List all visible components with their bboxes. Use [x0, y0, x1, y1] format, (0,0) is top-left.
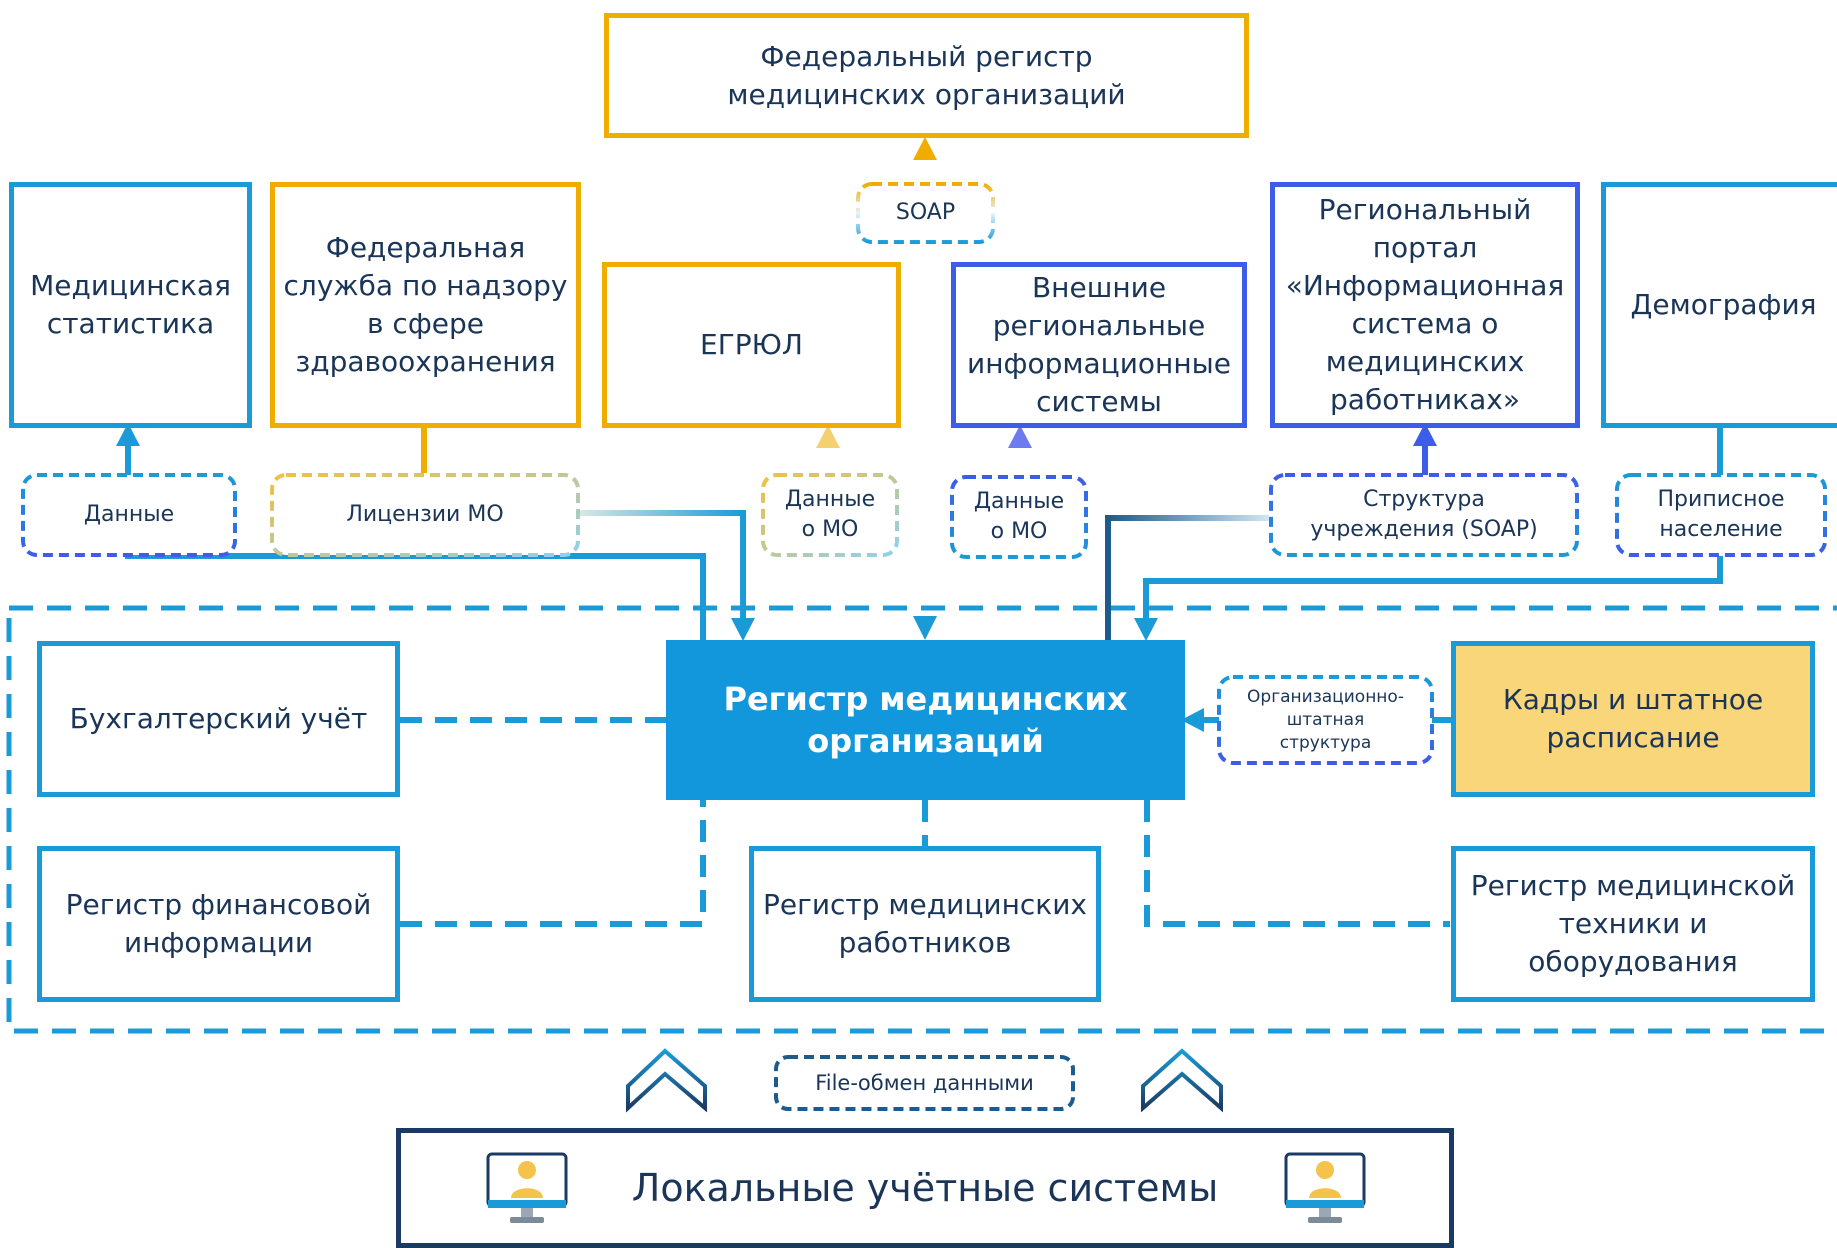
arrow-down-icon	[1134, 618, 1158, 641]
arrow-up-icon	[116, 423, 140, 446]
data-label: Данные	[27, 479, 231, 551]
regional-portal-box: Региональный портал «Информационная сист…	[1270, 182, 1580, 428]
arrow-down-icon	[913, 616, 937, 640]
federal-register-box: Федеральный регистр медицинских организа…	[604, 13, 1249, 138]
workers-register-box: Регистр медицинских работников	[749, 846, 1101, 1002]
structure-soap-label: Структура учреждения (SOAP)	[1275, 479, 1573, 551]
chevron-up-icon	[626, 1048, 707, 1113]
demography-connector	[1143, 556, 1723, 622]
internal-links	[400, 717, 1450, 927]
fed-service-box: Федеральная служба по надзору в сфере зд…	[270, 182, 581, 428]
central-register-box: Регистр медицинских организаций	[666, 640, 1185, 800]
file-exchange-label: File-обмен данными	[780, 1061, 1069, 1105]
egrul-box: ЕГРЮЛ	[602, 262, 901, 428]
soap-label: SOAP	[862, 187, 989, 239]
staff-schedule-box: Кадры и штатное расписание	[1451, 641, 1815, 797]
finance-register-box: Регистр финансовой информации	[37, 846, 400, 1002]
org-structure-label: Организационно- штатная структура	[1223, 681, 1428, 759]
external-ris-box: Внешние региональные информационные сист…	[951, 262, 1247, 428]
arrow-left-icon	[1181, 708, 1204, 732]
computer-user-icon	[1284, 1152, 1366, 1223]
data-mo-label: Данные о МО	[956, 481, 1082, 553]
structure-connector	[1105, 515, 1269, 640]
attached-population-label: Приписное население	[1621, 479, 1821, 551]
equipment-register-box: Регистр медицинской техники и оборудован…	[1451, 846, 1815, 1002]
arrow-up-icon	[816, 425, 840, 448]
chevron-up-icon	[1141, 1048, 1223, 1113]
arrow-up-icon	[913, 137, 937, 160]
demography-box: Демография	[1601, 182, 1837, 428]
local-systems-box: Локальные учётные системы	[396, 1128, 1454, 1248]
arrow-up-icon	[1413, 423, 1437, 446]
licenses-label: Лицензии МО	[276, 479, 574, 551]
computer-user-icon	[486, 1152, 568, 1223]
accounting-box: Бухгалтерский учёт	[37, 641, 400, 797]
arrow-down-icon	[731, 618, 755, 641]
arrow-up-icon	[1008, 425, 1032, 448]
data-mo-label: Данные о МО	[767, 479, 893, 551]
med-stat-box: Медицинская статистика	[9, 182, 252, 428]
